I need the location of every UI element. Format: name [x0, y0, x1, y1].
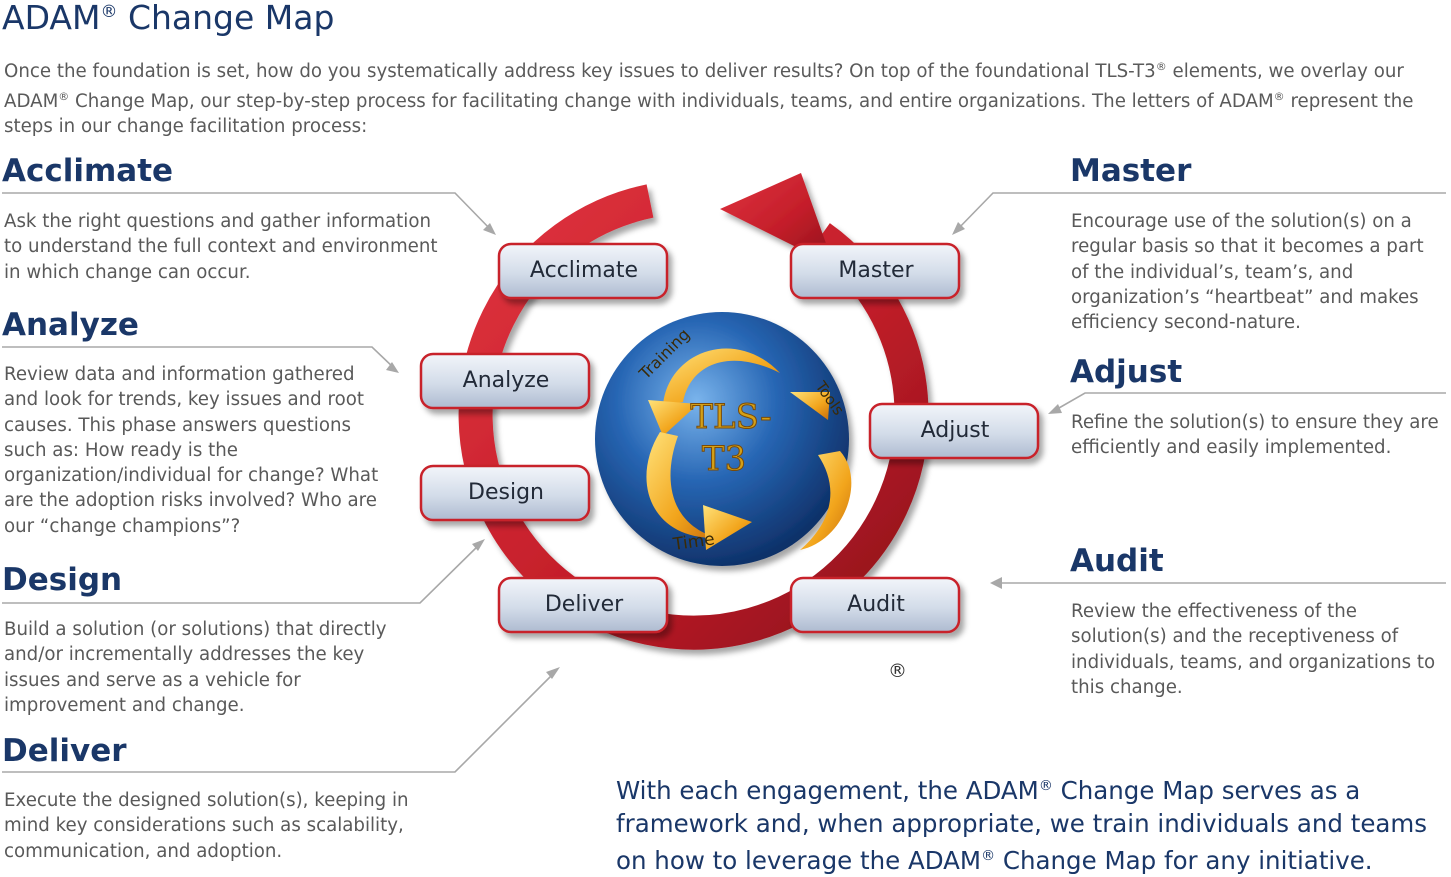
pill-acclimate: Acclimate	[529, 258, 639, 283]
master-heading: Master	[1070, 153, 1192, 189]
connector-arrowheads	[386, 222, 1062, 679]
audit-description: Review the effectiveness of the solution…	[1071, 601, 1436, 698]
adjust-connector	[1051, 392, 1446, 413]
process-pills	[419, 242, 1040, 634]
time-arrow	[646, 432, 718, 539]
design-arrowhead	[472, 539, 485, 551]
training-arrow-head	[648, 400, 698, 436]
acclimate-heading: Acclimate	[2, 153, 174, 189]
audit-heading: Audit	[1070, 543, 1164, 579]
master-arrowhead	[952, 222, 965, 235]
training-arrow	[663, 348, 780, 405]
pill-acclimate-shape	[497, 242, 669, 300]
pill-adjust: Adjust	[920, 418, 990, 443]
connector-lines	[2, 192, 1446, 773]
closing-statement: With each engagement, the ADAM® Change M…	[616, 776, 1428, 876]
adjust-description: Refine the solution(s) to ensure they ar…	[1071, 412, 1439, 459]
time-arrow-head	[703, 505, 752, 550]
deliver-connector	[2, 669, 558, 773]
globe-title-line2: T3	[702, 439, 746, 479]
master-connector	[954, 192, 1446, 233]
pill-analyze: Analyze	[462, 368, 550, 393]
deliver-description: Execute the designed solution(s), keepin…	[4, 790, 409, 862]
pill-deliver-shape	[497, 576, 669, 634]
pill-deliver: Deliver	[544, 592, 624, 617]
analyze-connector	[2, 346, 397, 371]
deliver-arrowhead	[546, 667, 560, 679]
pill-audit-shape	[789, 576, 961, 634]
adjust-heading: Adjust	[1070, 354, 1183, 390]
pill-analyze-shape	[419, 352, 591, 410]
registered-mark: ®	[888, 660, 907, 682]
tools-arrow	[800, 451, 852, 550]
pill-master-shape	[789, 242, 961, 300]
pill-master: Master	[838, 258, 914, 283]
globe-title-line1: TLS-	[690, 397, 771, 437]
tls-t3-globe	[595, 312, 852, 566]
adjust-arrowhead	[1048, 404, 1062, 414]
design-connector	[2, 541, 483, 604]
page-title: ADAM® Change Map	[2, 0, 335, 37]
pill-design-shape	[419, 464, 591, 522]
acclimate-arrowhead	[483, 223, 496, 235]
acclimate-description: Ask the right questions and gather infor…	[4, 211, 438, 283]
pill-design: Design	[468, 480, 544, 505]
pill-adjust-shape	[868, 402, 1040, 460]
analyze-description: Review data and information gathered and…	[4, 364, 379, 537]
globe-labels: TLS- T3 Training Tools Time	[635, 325, 848, 555]
master-description: Encourage use of the solution(s) on a re…	[1071, 211, 1424, 334]
analyze-heading: Analyze	[2, 307, 139, 343]
audit-arrowhead	[990, 577, 1002, 589]
intro-paragraph: Once the foundation is set, how do you s…	[4, 60, 1414, 138]
analyze-arrowhead	[386, 362, 399, 373]
acclimate-connector	[2, 192, 494, 233]
pill-audit: Audit	[847, 592, 905, 617]
design-description: Build a solution (or solutions) that dir…	[4, 619, 387, 716]
deliver-heading: Deliver	[2, 733, 127, 769]
design-heading: Design	[2, 562, 123, 598]
tools-arrow-head	[790, 392, 830, 420]
